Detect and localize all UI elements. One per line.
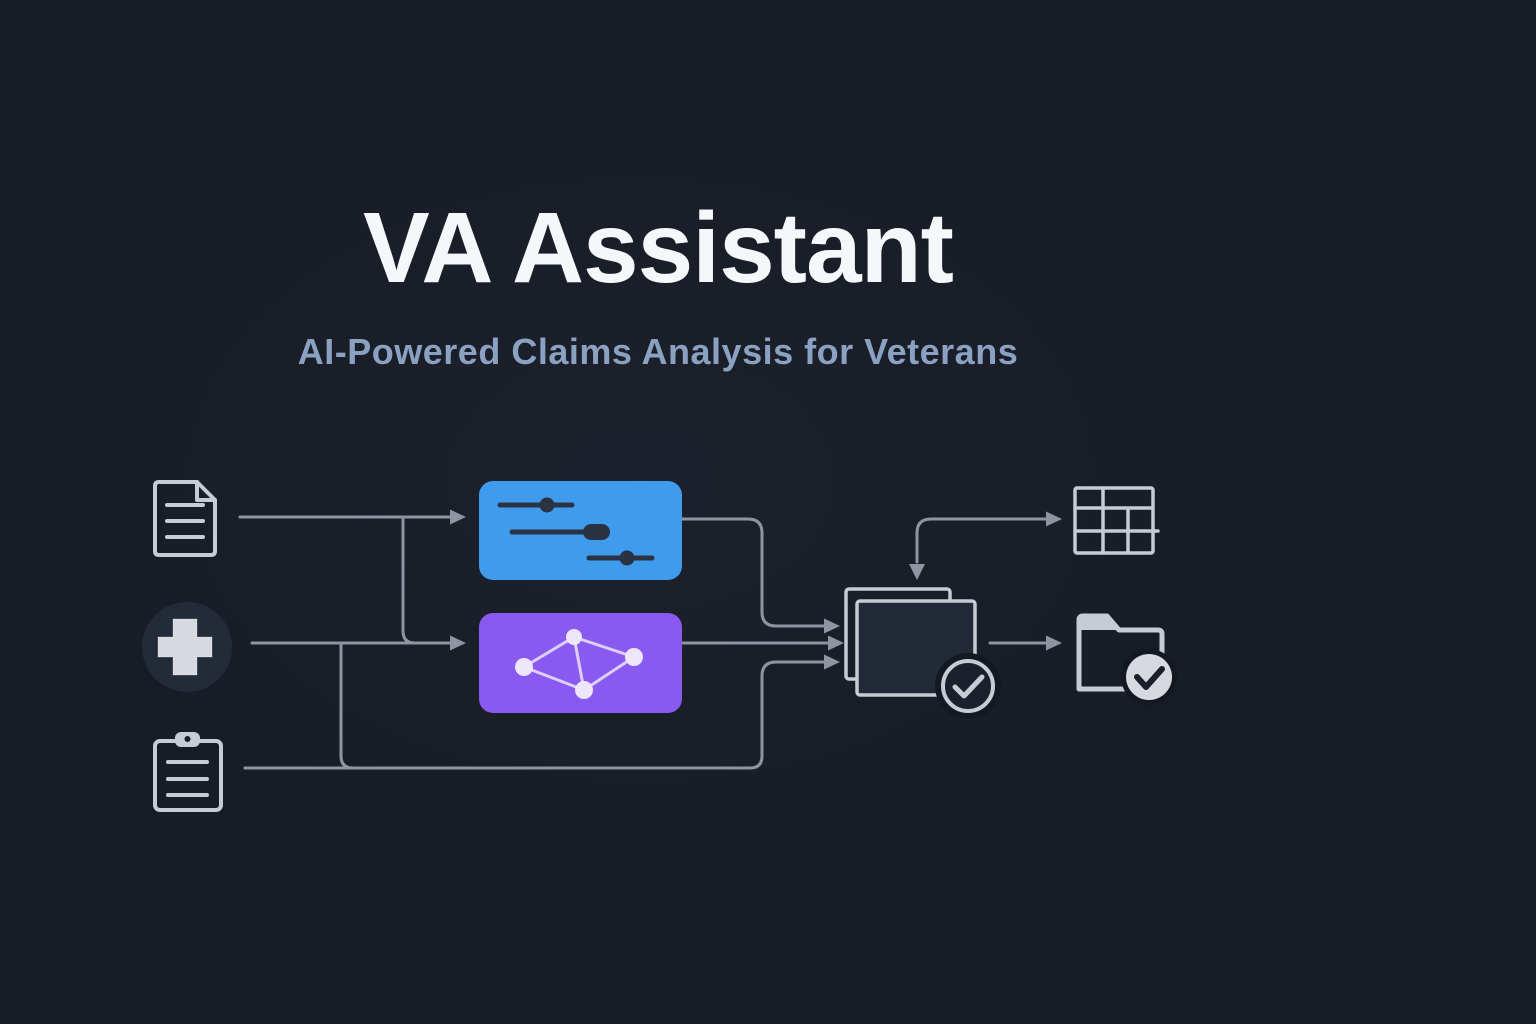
- ai-model-box-background: [479, 613, 682, 713]
- folder-check-icon: [1076, 613, 1177, 705]
- document-icon: [153, 480, 217, 557]
- folder-tab: [1079, 616, 1119, 630]
- ai-model-process-box: [479, 613, 682, 713]
- document-fold: [195, 480, 217, 502]
- slider-knob-2: [583, 524, 610, 540]
- network-node-right: [625, 648, 643, 666]
- network-node-top: [566, 629, 582, 645]
- document-outline: [153, 480, 217, 557]
- clipboard-icon: [153, 732, 223, 812]
- folder-check-icon-mark: [1134, 666, 1165, 690]
- sliders-process-box: [479, 481, 682, 580]
- connector-sliders-to-results: [680, 517, 826, 628]
- connectors: [238, 509, 1062, 770]
- arrowhead-into-sliders: [450, 509, 466, 525]
- network-graph-icon: [515, 629, 643, 699]
- slider-knob-1: [539, 497, 555, 513]
- page-subtitle: AI-Powered Claims Analysis for Veterans: [297, 331, 1019, 372]
- clipboard-outline: [153, 739, 223, 812]
- table-grid-lines: [1073, 486, 1160, 555]
- arrowhead-down-into-results: [909, 564, 925, 580]
- connector-medical-branch-down: [339, 642, 374, 770]
- slider-knob-3: [619, 550, 635, 566]
- connector-results-elbow-to-table: [915, 517, 1048, 564]
- stack-badge-ring: [941, 659, 995, 713]
- connector-clipboard-to-results: [243, 660, 826, 770]
- stack-check-icon: [952, 674, 985, 699]
- table-outline: [1073, 486, 1155, 555]
- folder-badge-circle: [1126, 654, 1172, 700]
- arrowhead-into-ai-model: [450, 635, 466, 651]
- stacked-panels-check-icon: [844, 587, 1001, 719]
- clipboard-text-lines: [166, 760, 209, 797]
- hero-header: VA Assistant AI-Powered Claims Analysis …: [140, 196, 1176, 373]
- network-edges: [523, 635, 635, 692]
- medical-cross-icon: [142, 602, 232, 692]
- arrowhead-into-folder: [1046, 635, 1062, 651]
- connector-document-branch-down: [401, 516, 434, 645]
- document-text-lines: [165, 503, 205, 539]
- network-node-bottom: [575, 681, 593, 699]
- network-node-left: [515, 658, 533, 676]
- medical-cross: [157, 618, 213, 676]
- arrowhead-sliders-into-results: [824, 618, 840, 634]
- page-title: VA Assistant: [362, 192, 954, 304]
- sliders-icon: [497, 497, 655, 566]
- arrowhead-ai-model-into-results: [828, 635, 844, 651]
- arrowhead-clipboard-into-results: [824, 654, 840, 670]
- clipboard-clip-dot: [184, 736, 191, 742]
- table-icon: [1073, 486, 1160, 555]
- arrowhead-into-table: [1046, 511, 1062, 527]
